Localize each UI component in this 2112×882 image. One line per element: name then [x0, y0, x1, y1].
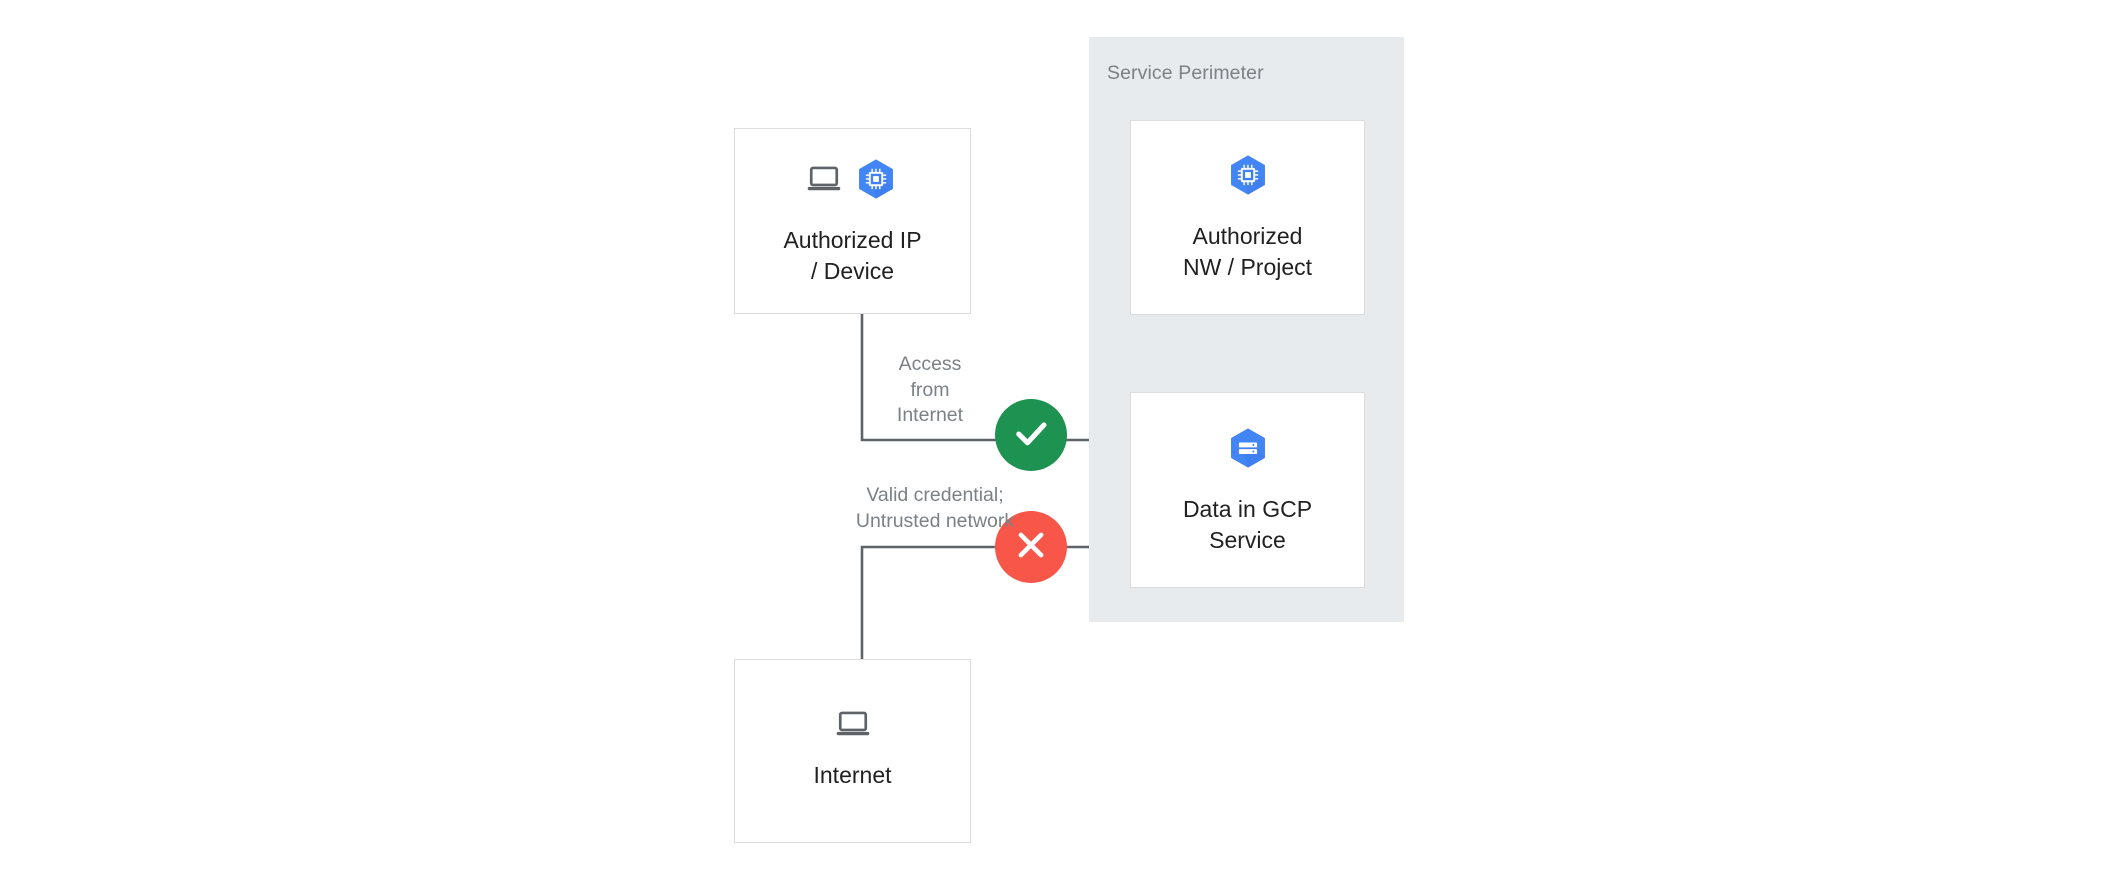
- gcp-storage-hexagon-icon: [1225, 425, 1271, 476]
- node-icon-group: [836, 711, 870, 742]
- edge-label-valid-credential-untrusted-network: Valid credential; Untrusted network: [855, 484, 1015, 532]
- laptop-icon: [836, 711, 870, 742]
- connector-internet-to-deny: [860, 545, 1000, 659]
- node-icon-group: [1225, 152, 1271, 203]
- status-badge-denied: [995, 511, 1067, 583]
- status-badge-allowed: [995, 399, 1067, 471]
- node-authorized-nw-project[interactable]: Authorized NW / Project: [1130, 120, 1365, 315]
- node-label-data-in-gcp-service: Data in GCP Service: [1182, 495, 1313, 553]
- node-label-internet: Internet: [813, 762, 892, 789]
- node-label-authorized-ip-device: Authorized IP / Device: [783, 226, 922, 284]
- gcp-compute-hexagon-icon: [853, 156, 899, 207]
- node-internet[interactable]: Internet: [734, 659, 971, 843]
- gcp-compute-hexagon-icon: [1225, 152, 1271, 203]
- connector-device-to-allow: [860, 314, 1000, 442]
- edge-label-access-from-internet: Access from Internet: [896, 353, 964, 427]
- node-data-in-gcp-service[interactable]: Data in GCP Service: [1130, 392, 1365, 588]
- service-perimeter-label: Service Perimeter: [1107, 62, 1264, 84]
- node-label-authorized-nw-project: Authorized NW / Project: [1182, 223, 1313, 280]
- node-icon-group: [1225, 425, 1271, 476]
- laptop-icon: [807, 166, 841, 197]
- node-icon-group: [807, 156, 899, 207]
- check-icon: [1010, 412, 1052, 459]
- close-icon: [1012, 526, 1050, 569]
- node-authorized-ip-device[interactable]: Authorized IP / Device: [734, 128, 971, 314]
